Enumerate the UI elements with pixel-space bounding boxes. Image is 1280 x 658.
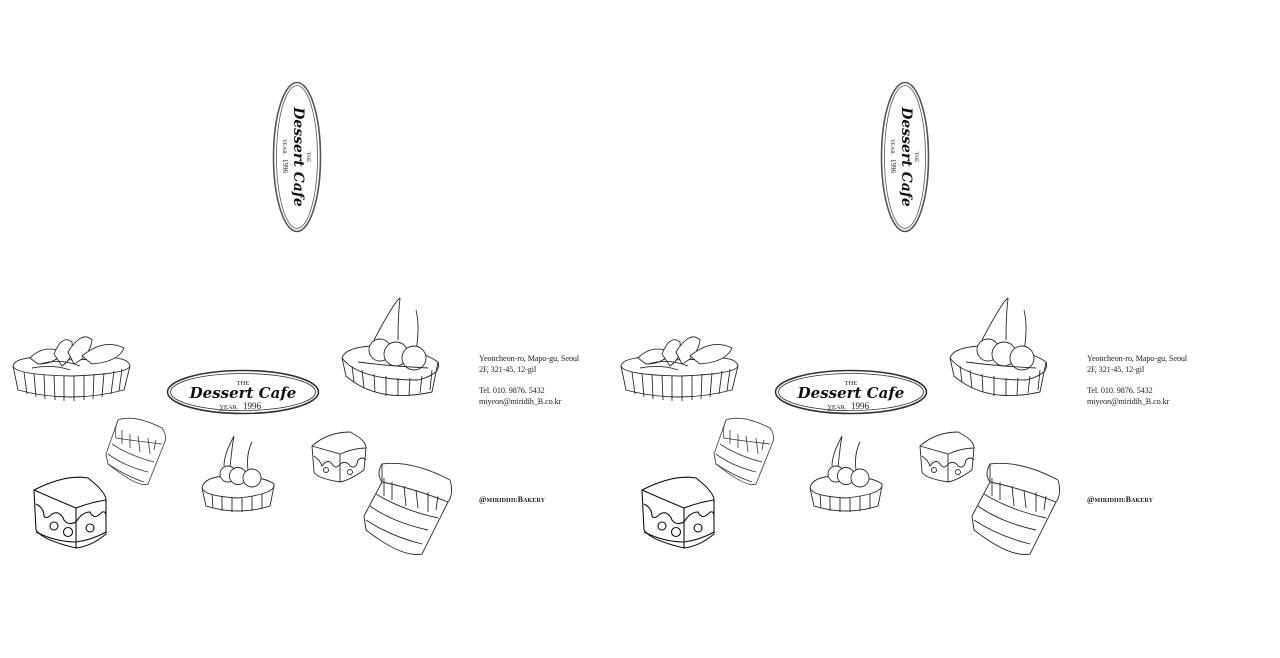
cherry-tart-icon <box>949 297 1048 397</box>
address-line-2: 2F, 321-45, 12-gil <box>479 364 537 374</box>
glazed-cube-cake-small-illustration <box>310 430 368 484</box>
oval-logo-vertical-icon: THE Dessert Cafe YEAR. 1996 <box>272 81 322 233</box>
logo-year: 1996 <box>889 159 897 174</box>
logo-year: 1996 <box>281 159 289 174</box>
fruit-tart-illustration <box>618 328 740 402</box>
logo-the-text: THE <box>305 152 311 163</box>
address-line-1: Yeoncheon-ro, Mapo-gu, Seoul <box>1087 354 1188 363</box>
logo-the-text: THE <box>237 380 250 387</box>
card-back-logo-horizontal: THE Dessert Cafe YEAR. 1996 <box>166 369 320 415</box>
email-address: miyeon@miridih_B.co.kr <box>1087 396 1170 406</box>
logo-year: 1996 <box>851 401 870 411</box>
oval-logo-horizontal-icon: THE Dessert Cafe YEAR. 1996 <box>774 369 928 415</box>
cherry-tart-small-illustration <box>808 432 884 514</box>
cherry-tart-large-illustration <box>338 296 442 404</box>
phone-number: Tel. 010. 9876. 5432 <box>479 386 545 396</box>
layer-cake-slice-small-illustration <box>712 414 778 488</box>
social-handle: @miridihuBakery <box>1087 495 1154 504</box>
layer-cake-icon <box>971 462 1061 555</box>
glazed-cube-cake-large-illustration <box>32 472 108 550</box>
layer-cake-icon <box>363 462 453 555</box>
cube-cake-icon <box>641 476 715 549</box>
logo-year: 1996 <box>243 401 262 411</box>
cherry-tart-large-illustration <box>946 296 1050 404</box>
fruit-tart-icon <box>620 336 739 401</box>
layer-cake-icon <box>105 417 166 485</box>
logo-name-text: Dessert Cafe <box>797 384 905 402</box>
card-front-logo-vertical: THE Dessert Cafe YEAR. 1996 <box>880 81 930 233</box>
card-mockup-right: THE Dessert Cafe YEAR. 1996 THE Dessert … <box>608 0 1216 658</box>
layer-cake-slice-small-illustration <box>104 414 170 488</box>
layer-cake-slice-large-illustration <box>970 460 1062 558</box>
card-back-logo-horizontal: THE Dessert Cafe YEAR. 1996 <box>774 369 928 415</box>
address-line-2: 2F, 321-45, 12-gil <box>1087 364 1145 374</box>
oval-logo-vertical-icon: THE Dessert Cafe YEAR. 1996 <box>880 81 930 233</box>
oval-logo-horizontal-icon: THE Dessert Cafe YEAR. 1996 <box>166 369 320 415</box>
cherry-tart-icon <box>201 435 275 512</box>
glazed-cube-cake-small-illustration <box>918 430 976 484</box>
logo-year-label: YEAR. <box>889 139 895 156</box>
logo-the-text: THE <box>913 152 919 163</box>
fruit-tart-icon <box>12 336 131 401</box>
phone-number: Tel. 010. 9876. 5432 <box>1087 386 1153 396</box>
email-address: miyeon@miridih_B.co.kr <box>479 396 562 406</box>
contact-info: Yeoncheon-ro, Mapo-gu, Seoul 2F, 321-45,… <box>1087 354 1187 407</box>
layer-cake-icon <box>713 417 774 485</box>
contact-info: Yeoncheon-ro, Mapo-gu, Seoul 2F, 321-45,… <box>479 354 579 407</box>
fruit-tart-illustration <box>10 328 132 402</box>
cherry-tart-icon <box>809 435 883 512</box>
logo-the-text: THE <box>845 380 858 387</box>
logo-year-label: YEAR. <box>219 404 239 411</box>
layer-cake-slice-large-illustration <box>362 460 454 558</box>
glazed-cube-cake-large-illustration <box>640 472 716 550</box>
social-handle: @miridihuBakery <box>479 495 546 504</box>
logo-name-text: Dessert Cafe <box>189 384 297 402</box>
cube-cake-icon <box>919 431 975 483</box>
logo-year-label: YEAR. <box>281 139 287 156</box>
cube-cake-icon <box>33 476 107 549</box>
cube-cake-icon <box>311 431 367 483</box>
logo-year-label: YEAR. <box>827 404 847 411</box>
cherry-tart-icon <box>341 297 440 397</box>
address-line-1: Yeoncheon-ro, Mapo-gu, Seoul <box>479 354 580 363</box>
cherry-tart-small-illustration <box>200 432 276 514</box>
logo-name-text: Dessert Cafe <box>290 106 306 207</box>
card-front-logo-vertical: THE Dessert Cafe YEAR. 1996 <box>272 81 322 233</box>
card-mockup-left: THE Dessert Cafe YEAR. 1996 THE Dessert … <box>0 0 608 658</box>
logo-name-text: Dessert Cafe <box>898 106 914 207</box>
